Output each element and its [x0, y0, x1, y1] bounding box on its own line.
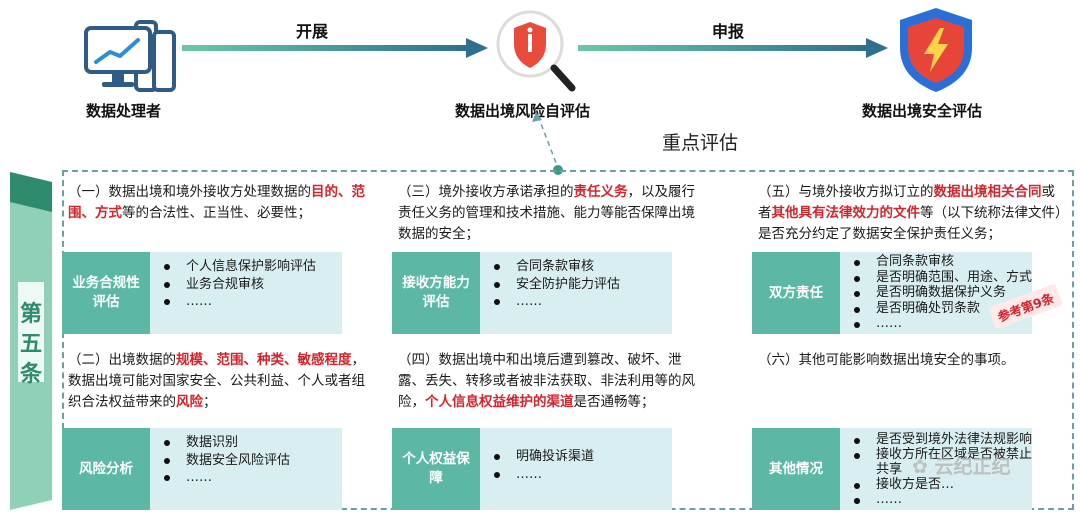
list-item: 是否明确范围、用途、方式	[850, 270, 1032, 286]
side-tab	[10, 172, 52, 510]
arrow-right-icon	[182, 38, 488, 58]
arrow-right-icon	[578, 38, 888, 58]
section-4-text: （四）数据出境中和出境后遭到篡改、破坏、泄露、丢失、转移或者被非法获取、非法利用…	[398, 352, 695, 410]
section-1-panel: 业务合规性评估 个人信息保护影响评估 业务合规审核 ……	[62, 252, 342, 334]
panel-title: 双方责任	[752, 252, 840, 334]
section-3-text: （三）境外接收方承诺承担的责任义务，以及履行责任义务的管理和技术措施、能力等能否…	[398, 184, 695, 242]
section-1-text: （一）数据出境和境外接收方处理数据的目的、范围、方式等的合法性、正当性、必要性；	[68, 184, 365, 221]
panel-list: 是否受到境外法律法规影响 接收方所在区域是否被禁止共享 接收方是否… ……	[850, 432, 1032, 507]
panel-title: 风险分析	[62, 428, 150, 510]
data-processor-icon	[84, 20, 176, 92]
list-item: 个人信息保护影响评估	[160, 258, 316, 276]
list-item: ……	[160, 469, 290, 487]
section-5-panel: 双方责任 合同条款审核 是否明确范围、用途、方式 是否明确数据保护义务 是否明确…	[752, 252, 1032, 334]
arrow-carry-out-label: 开展	[296, 22, 329, 41]
list-item: 明确投诉渠道	[490, 448, 594, 466]
list-item: 数据安全风险评估	[160, 452, 290, 470]
list-item: 业务合规审核	[160, 276, 316, 294]
list-item: 是否明确处罚条款	[850, 301, 1032, 317]
section-2-text: （二）出境数据的规模、范围、种类、敏感程度，数据出境可能对国家安全、公共利益、个…	[68, 352, 365, 410]
focus-assessment-label: 重点评估	[662, 132, 739, 154]
list-item: 是否明确数据保护义务	[850, 285, 1032, 301]
security-shield-icon	[900, 8, 972, 92]
list-item: ……	[160, 293, 316, 311]
list-item: 合同条款审核	[490, 258, 620, 276]
panel-list: 个人信息保护影响评估 业务合规审核 ……	[160, 258, 316, 311]
panel-title: 其他情况	[752, 428, 840, 510]
article-five-label: 第 五 条	[19, 302, 42, 387]
arrow-declare-label: 申报	[712, 22, 745, 41]
node-self-assessment-label: 数据出境风险自评估	[455, 102, 591, 120]
panel-title: 个人权益保障	[392, 428, 480, 510]
list-item: ……	[490, 466, 594, 484]
focus-connector	[532, 112, 563, 175]
list-item: 数据识别	[160, 434, 290, 452]
section-6-panel: 其他情况 是否受到境外法律法规影响 接收方所在区域是否被禁止共享 接收方是否… …	[752, 428, 1032, 510]
panel-list: 合同条款审核 是否明确范围、用途、方式 是否明确数据保护义务 是否明确处罚条款 …	[850, 254, 1032, 332]
section-3-panel: 接收方能力评估 合同条款审核 安全防护能力评估 ……	[392, 252, 672, 334]
section-2-panel: 风险分析 数据识别 数据安全风险评估 ……	[62, 428, 342, 510]
list-item: 接收方是否…	[850, 477, 1032, 492]
section-4-panel: 个人权益保障 明确投诉渠道 ……	[392, 428, 672, 510]
node-data-processor-label: 数据处理者	[86, 102, 162, 120]
section-5-text: （五）与境外接收方拟订立的数据出境相关合同或者其他具有法律效力的文件等（以下统称…	[758, 184, 1062, 242]
panel-title: 接收方能力评估	[392, 252, 480, 334]
watermark: ✿ 云纪正纪	[912, 456, 1011, 478]
panel-title: 业务合规性评估	[62, 252, 150, 334]
list-item: 接收方所在区域是否被禁止共享	[850, 447, 1032, 477]
list-item: 安全防护能力评估	[490, 276, 620, 294]
panel-list: 数据识别 数据安全风险评估 ……	[160, 434, 290, 487]
list-item: ……	[490, 293, 620, 311]
panel-list: 明确投诉渠道 ……	[490, 448, 594, 483]
list-item: ……	[850, 316, 1032, 332]
panel-list: 合同条款审核 安全防护能力评估 ……	[490, 258, 620, 311]
list-item: 是否受到境外法律法规影响	[850, 432, 1032, 447]
node-security-assessment-label: 数据出境安全评估	[862, 102, 983, 120]
section-6-text: （六）其他可能影响数据出境安全的事项。	[758, 352, 1015, 368]
wechat-icon: ✿	[912, 456, 928, 478]
list-item: ……	[850, 492, 1032, 507]
list-item: 合同条款审核	[850, 254, 1032, 270]
self-assessment-icon	[496, 10, 576, 92]
